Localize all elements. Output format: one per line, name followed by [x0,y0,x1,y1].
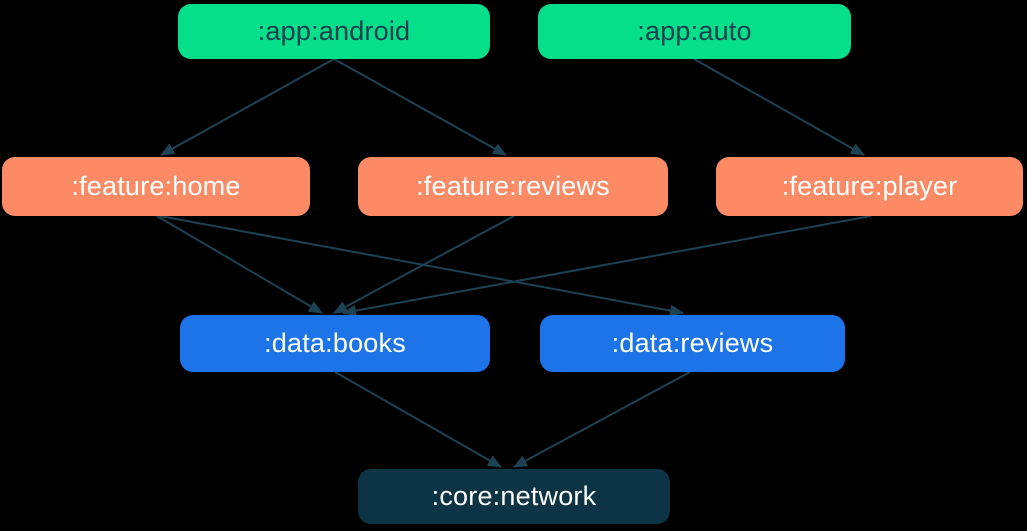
node-app-android: :app:android [178,4,490,59]
node-feature-player: :feature:player [716,157,1023,216]
edge-app-auto-to-feature-player [693,58,865,156]
node-core-network: :core:network [358,469,670,524]
edge-feature-home-to-data-books [156,215,323,314]
node-label: :data:books [264,328,406,358]
edge-app-android-to-feature-home [160,58,335,156]
node-feature-home: :feature:home [2,157,310,216]
node-label: :feature:reviews [416,171,610,201]
node-label: :feature:player [781,171,958,201]
edge-app-android-to-feature-reviews [333,58,507,156]
edge-feature-home-to-data-reviews [159,215,684,317]
node-data-books: :data:books [180,315,490,372]
node-label: :data:reviews [611,328,774,358]
edge-data-reviews-to-core-network [513,371,691,468]
node-data-reviews: :data:reviews [540,315,845,372]
node-label: :feature:home [71,171,241,201]
edge-data-books-to-core-network [334,371,502,468]
edge-feature-reviews-to-data-books [333,215,515,314]
node-feature-reviews: :feature:reviews [358,157,668,216]
node-label: :app:android [257,16,411,46]
node-app-auto: :app:auto [538,4,851,59]
node-label: :app:auto [637,16,752,46]
node-label: :core:network [431,481,597,511]
edge-feature-player-to-data-books [342,215,872,317]
